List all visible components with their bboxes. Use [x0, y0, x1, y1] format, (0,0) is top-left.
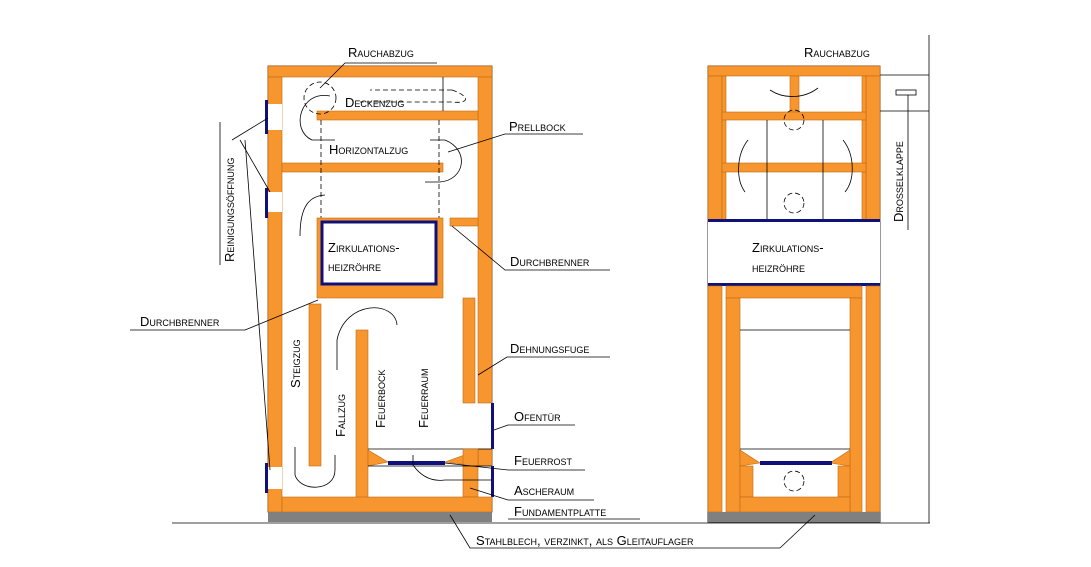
label-rauchabzug-front: Rauchabzug: [804, 45, 870, 60]
label-deckenzug: Deckenzug: [345, 95, 404, 110]
label-prellbock: Prellbock: [509, 119, 566, 134]
label-feuerrost: Feuerrost: [514, 453, 572, 468]
label-durchbrenner-left: Durchbrenner: [140, 314, 220, 329]
leader-lines: [130, 62, 816, 549]
damper-icon: [895, 89, 917, 96]
circulation-heating-tube-front: [708, 221, 880, 283]
label-fallzug: Fallzug: [333, 394, 348, 437]
left-wall: [267, 76, 283, 513]
label-horizontalzug: Horizontalzug: [329, 142, 408, 157]
label-zirkulation-1: Zirkulations-: [328, 240, 400, 255]
label-zirkulation-front-1: Zirkulations-: [752, 240, 824, 255]
cleaning-opening: [268, 104, 282, 130]
right-wall-lower: [477, 448, 493, 467]
label-fundamentplatte: Fundamentplatte: [514, 504, 606, 519]
front-section-view: [707, 35, 930, 523]
durchbrenner-ledge: [449, 217, 479, 227]
label-feuerbock: Feuerbock: [373, 370, 388, 428]
label-durchbrenner: Durchbrenner: [510, 254, 590, 269]
side-section-view: [265, 65, 494, 522]
foundation-plate-front: [708, 512, 880, 522]
top-slab: [267, 65, 493, 78]
bottom-slab: [281, 496, 493, 513]
ash-door: [491, 466, 494, 497]
label-feuerraum: Feuerraum: [416, 369, 431, 428]
cleaning-opening: [268, 192, 282, 212]
cleaning-door: [265, 188, 268, 218]
label-dehnungsfuge: Dehnungsfuge: [510, 341, 589, 356]
steigzug-wall: [308, 303, 322, 467]
fire-grate: [388, 461, 445, 465]
right-wall: [477, 76, 493, 404]
deckenzug-shelf: [316, 110, 479, 121]
label-rauchabzug: Rauchabzug: [348, 45, 414, 60]
label-steigzug: Steigzug: [288, 339, 303, 388]
cleaning-door: [265, 100, 268, 134]
label-ofentuer: Ofentür: [514, 409, 561, 424]
cleaning-door: [265, 463, 268, 493]
horizontalzug-shelf: [281, 162, 444, 173]
cleaning-opening: [268, 467, 282, 489]
firebox-inner-wall: [462, 297, 476, 404]
label-stahlblech: Stahlblech, verzinkt, als Gleitauflager: [476, 533, 694, 548]
label-zirkulation-2: heizröhre: [328, 259, 381, 274]
oven-door: [491, 403, 494, 449]
foundation-plate: [268, 512, 492, 522]
feuerbock-wall: [355, 329, 369, 513]
label-zirkulation-front-2: heizröhre: [752, 260, 805, 275]
label-drosselklappe: Drosselklappe: [891, 141, 906, 222]
label-ascheraum: Ascheraum: [514, 483, 574, 498]
label-reinigungsoeffnung: Reinigungsöffnung: [222, 158, 237, 262]
circulation-heating-tube: [320, 220, 438, 286]
